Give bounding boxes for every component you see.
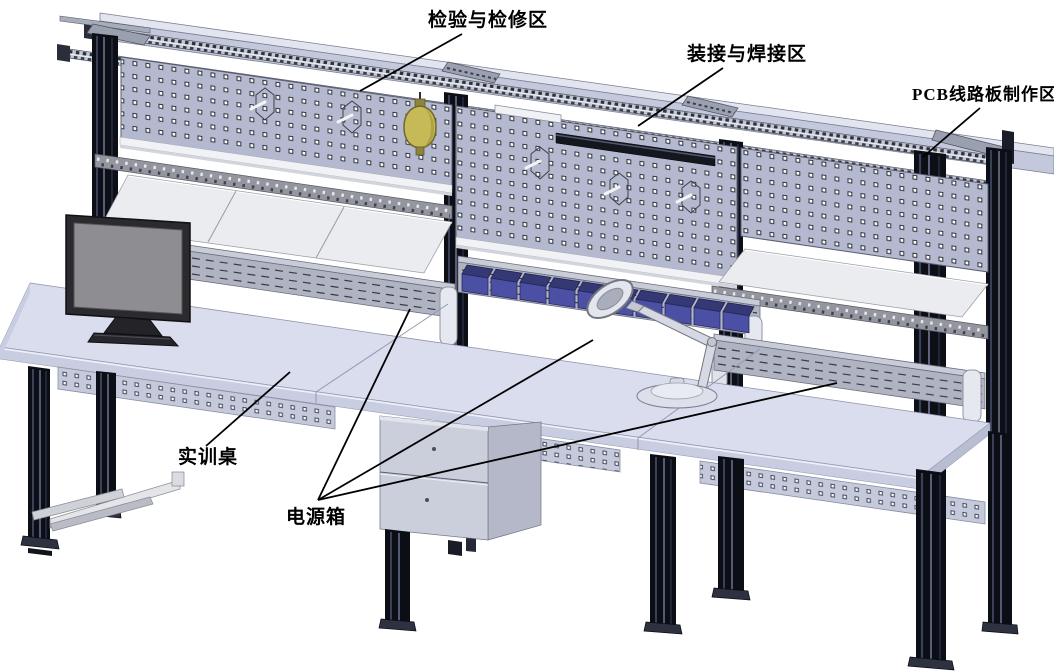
leg-middle-a xyxy=(643,454,683,635)
label-welding-area: 装接与焊接区 xyxy=(686,44,807,65)
post-left xyxy=(92,33,118,222)
peg-hooks xyxy=(249,100,693,204)
shelf-right xyxy=(718,248,989,318)
label-pcb-area: PCB线路板制作区 xyxy=(912,85,1054,104)
footrest-frame xyxy=(31,471,185,532)
leader-power-3 xyxy=(317,382,838,501)
label-inspection-area: 检验与检修区 xyxy=(427,10,548,31)
power-box-right xyxy=(711,333,986,423)
leg-right-front xyxy=(907,469,955,671)
shelf-rail-left-upper xyxy=(94,153,453,220)
leg-middle-left xyxy=(378,529,417,632)
desk-legs xyxy=(20,366,1019,671)
pegboard-pcb xyxy=(740,147,989,273)
pegboard-ledge xyxy=(494,104,562,124)
pegboard-panels xyxy=(120,56,989,285)
power-box-left xyxy=(187,244,458,346)
leader-power-2 xyxy=(317,339,594,501)
magnetic-tool-bar xyxy=(555,132,716,167)
leader-lines xyxy=(205,33,981,501)
label-power-box: 电源箱 xyxy=(285,507,346,528)
shelf-middle xyxy=(455,236,738,289)
monitor xyxy=(65,214,191,347)
leader-inspection xyxy=(359,33,463,92)
leader-welding xyxy=(637,67,724,127)
label-training-desk: 实训桌 xyxy=(177,447,238,468)
shelf-left-lower xyxy=(99,174,453,274)
leader-power-1 xyxy=(317,308,411,501)
tool-balancer xyxy=(403,92,437,156)
leader-desk xyxy=(205,371,291,447)
shelf-left-upper xyxy=(119,136,453,196)
leg-middle-b xyxy=(711,456,751,601)
drawer-cabinet xyxy=(379,415,542,556)
desk-lamp xyxy=(586,278,718,409)
hexagon-cutouts xyxy=(255,87,701,214)
leg-right-end xyxy=(981,431,1019,635)
leg-left-front xyxy=(20,366,60,556)
post-right-end xyxy=(986,147,1012,436)
leader-pcb xyxy=(922,107,981,158)
